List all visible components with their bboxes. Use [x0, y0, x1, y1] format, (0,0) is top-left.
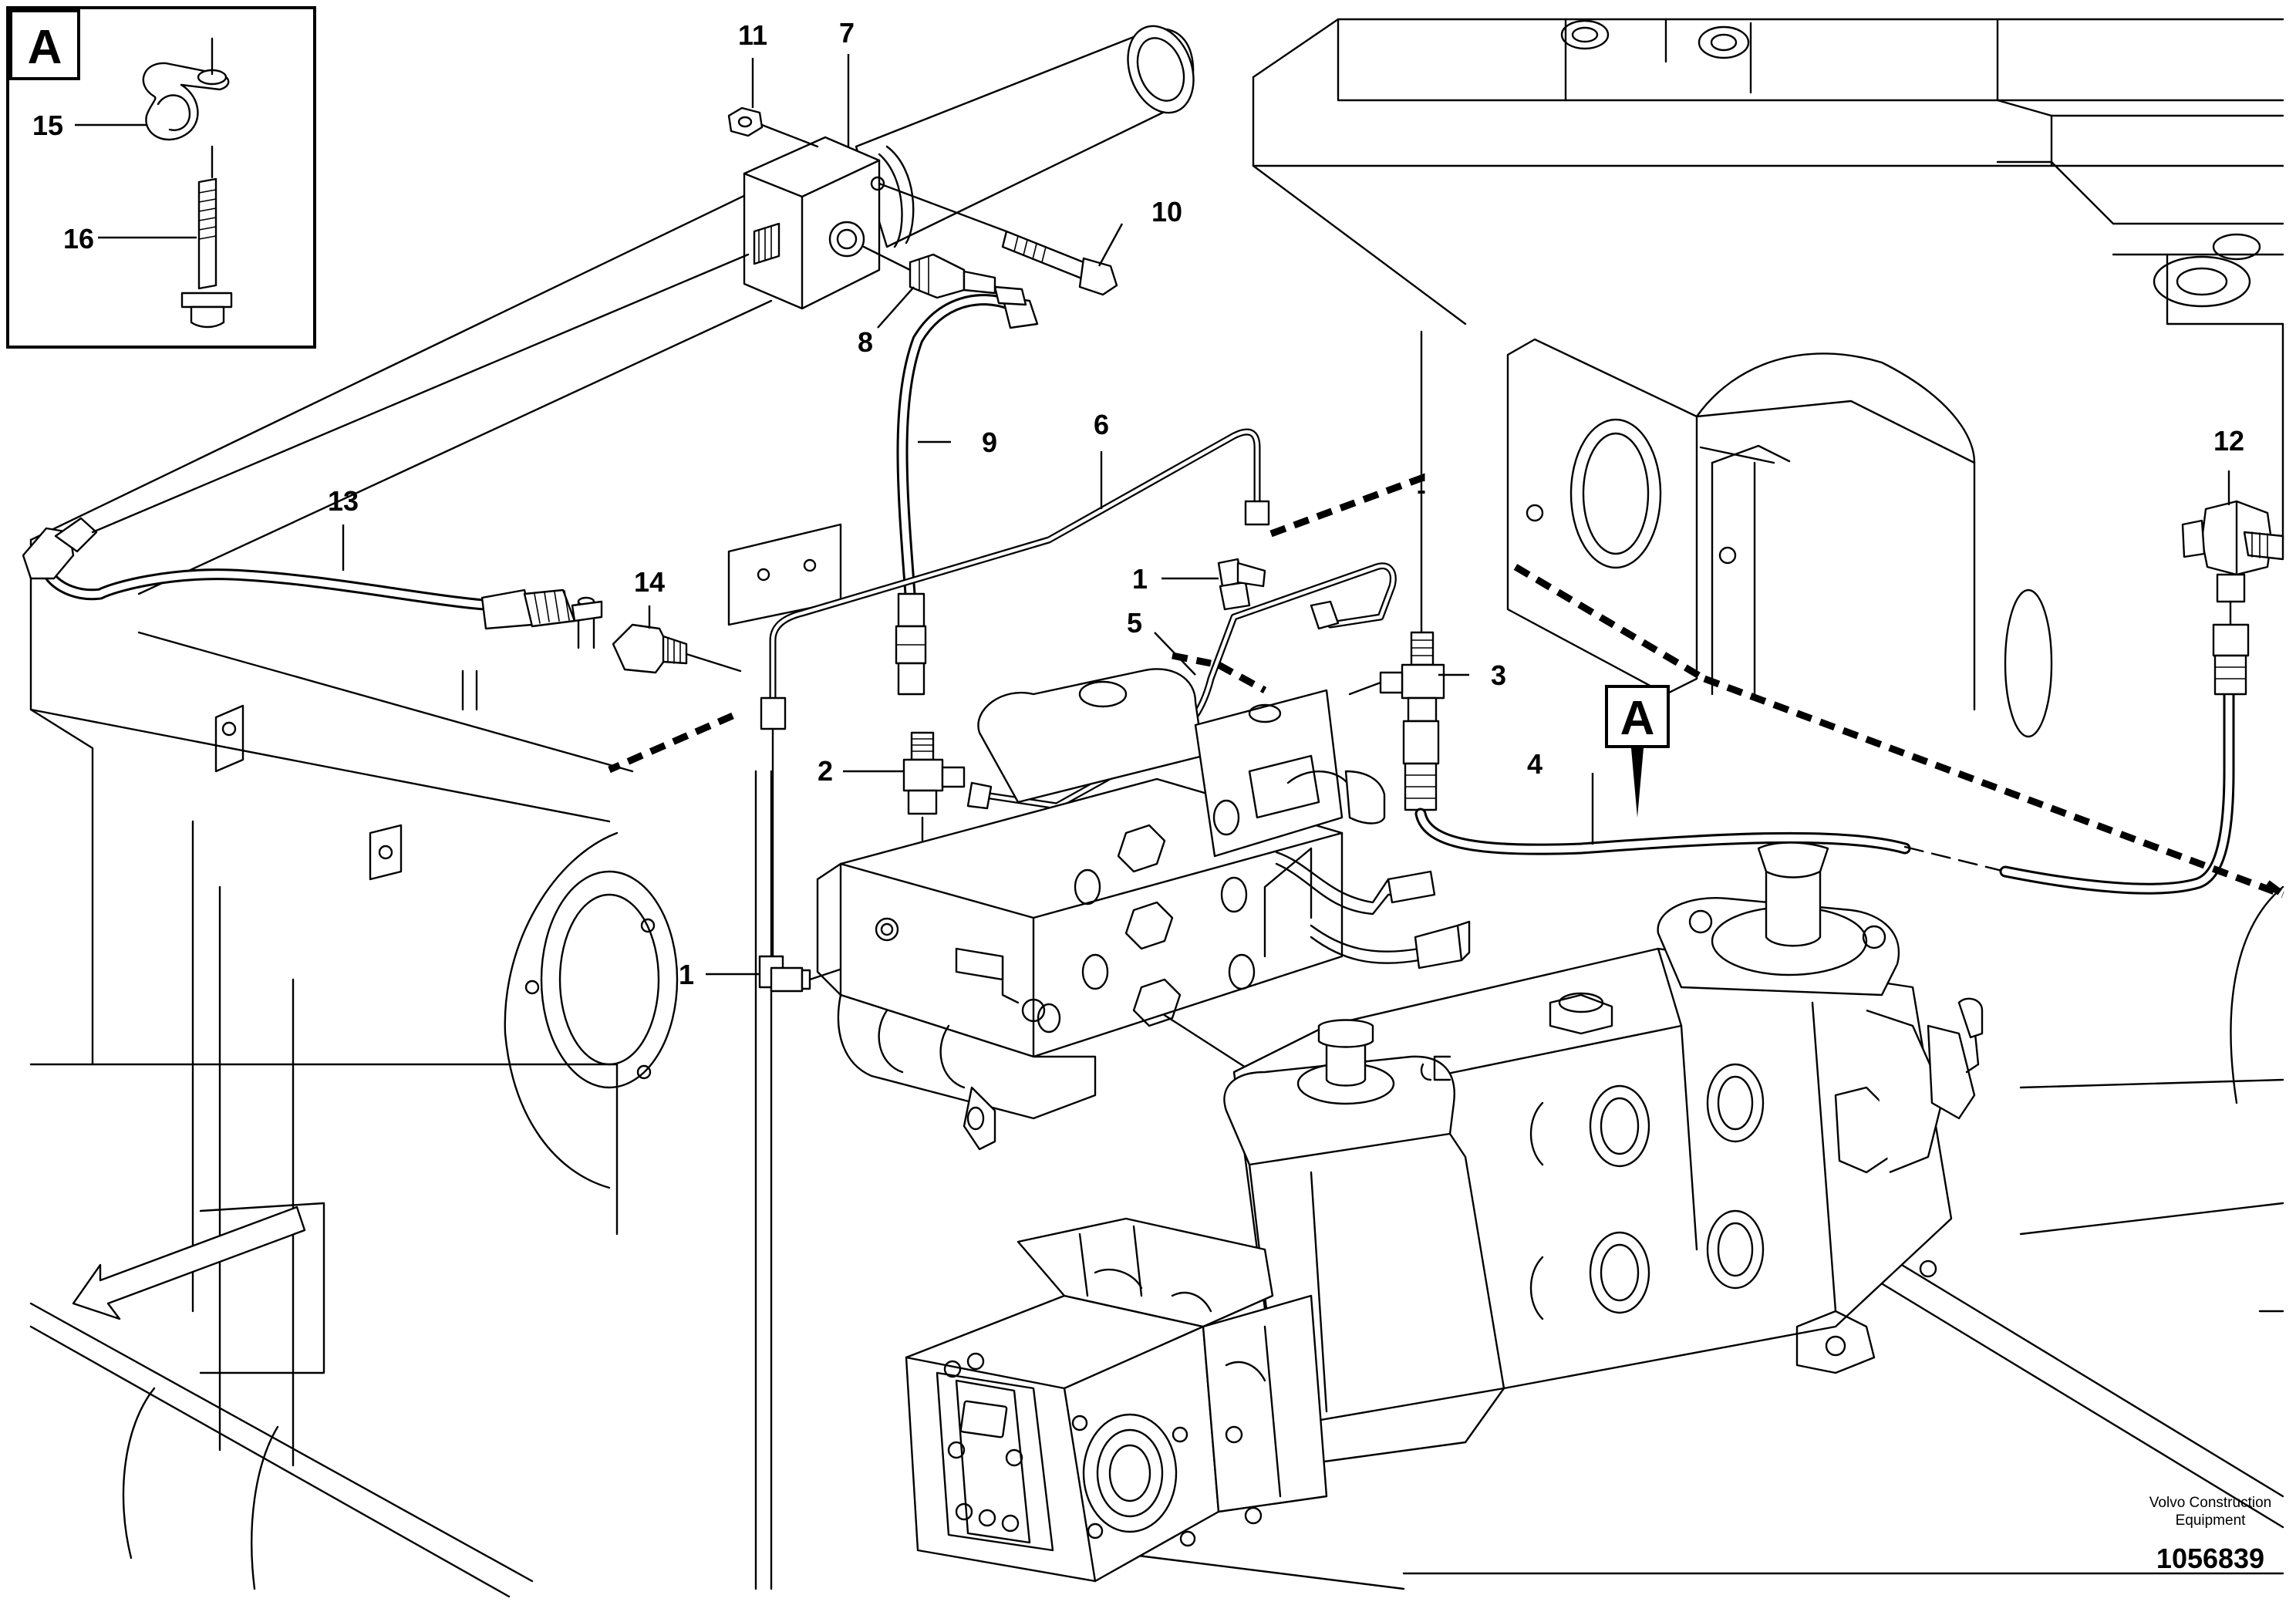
tee-fitting-part-2 [902, 731, 966, 875]
callout-1-lower: 1 [679, 959, 694, 990]
fitting-part-stub-left [753, 222, 781, 265]
callout-11: 11 [738, 19, 767, 51]
detail-view-label: A [28, 21, 62, 74]
callout-12: 12 [2213, 425, 2244, 457]
document-number: 1056839 [2156, 1543, 2264, 1574]
pipe-part-6 [760, 428, 1270, 730]
callout-14: 14 [634, 566, 665, 598]
footer-credit: Volvo Construction Equipment 1056839 [2149, 1495, 2271, 1574]
dashed-routing-lines [608, 473, 2285, 899]
callout-8: 8 [858, 326, 873, 358]
callout-2: 2 [818, 755, 833, 787]
fitting-part-12 [2181, 500, 2284, 696]
callout-16: 16 [63, 223, 94, 255]
detail-marker-a: A [1605, 685, 1670, 818]
adapter-part-14 [612, 623, 742, 674]
hydraulic-pump-assembly [905, 841, 1984, 1583]
tee-fitting-part-3 [1348, 631, 1445, 723]
detail-marker-label: A [1620, 692, 1655, 745]
callout-1-upper: 1 [1132, 563, 1148, 595]
clamp-part-15 [142, 37, 230, 179]
callout-5: 5 [1127, 607, 1142, 639]
callout-4: 4 [1527, 748, 1542, 780]
callout-9: 9 [982, 427, 997, 458]
accumulator-part-7 [743, 25, 1195, 310]
bolt-part-10 [878, 182, 1118, 296]
callout-13: 13 [328, 485, 359, 517]
callout-15: 15 [32, 110, 63, 141]
callout-7: 7 [839, 17, 855, 49]
callout-leaders [75, 54, 2230, 976]
callout-3: 3 [1491, 659, 1506, 691]
valve-ports [1037, 799, 1256, 1034]
forward-direction-arrow-icon [72, 1206, 306, 1320]
hose-part-4 [1402, 688, 2235, 895]
nut-part-11 [727, 106, 819, 148]
detail-view-a: A [6, 6, 316, 349]
callout-10: 10 [1151, 196, 1182, 228]
elbow-part-1-upper [1217, 558, 1266, 611]
bolt-part-16 [180, 177, 233, 329]
hose-part-13 [22, 253, 750, 630]
control-valve-block [816, 668, 1359, 1151]
solenoid-wires [1275, 770, 1471, 969]
callout-6: 6 [1094, 409, 1109, 440]
hose-part-9 [895, 285, 1039, 696]
fitting-part-8 [862, 245, 996, 299]
credit-line-2: Equipment [2176, 1512, 2247, 1529]
callout-labels: 15 16 11 7 10 8 9 6 13 14 1 5 3 4 2 1 12 [32, 17, 2244, 990]
credit-line-1: Volvo Construction [2149, 1495, 2271, 1511]
